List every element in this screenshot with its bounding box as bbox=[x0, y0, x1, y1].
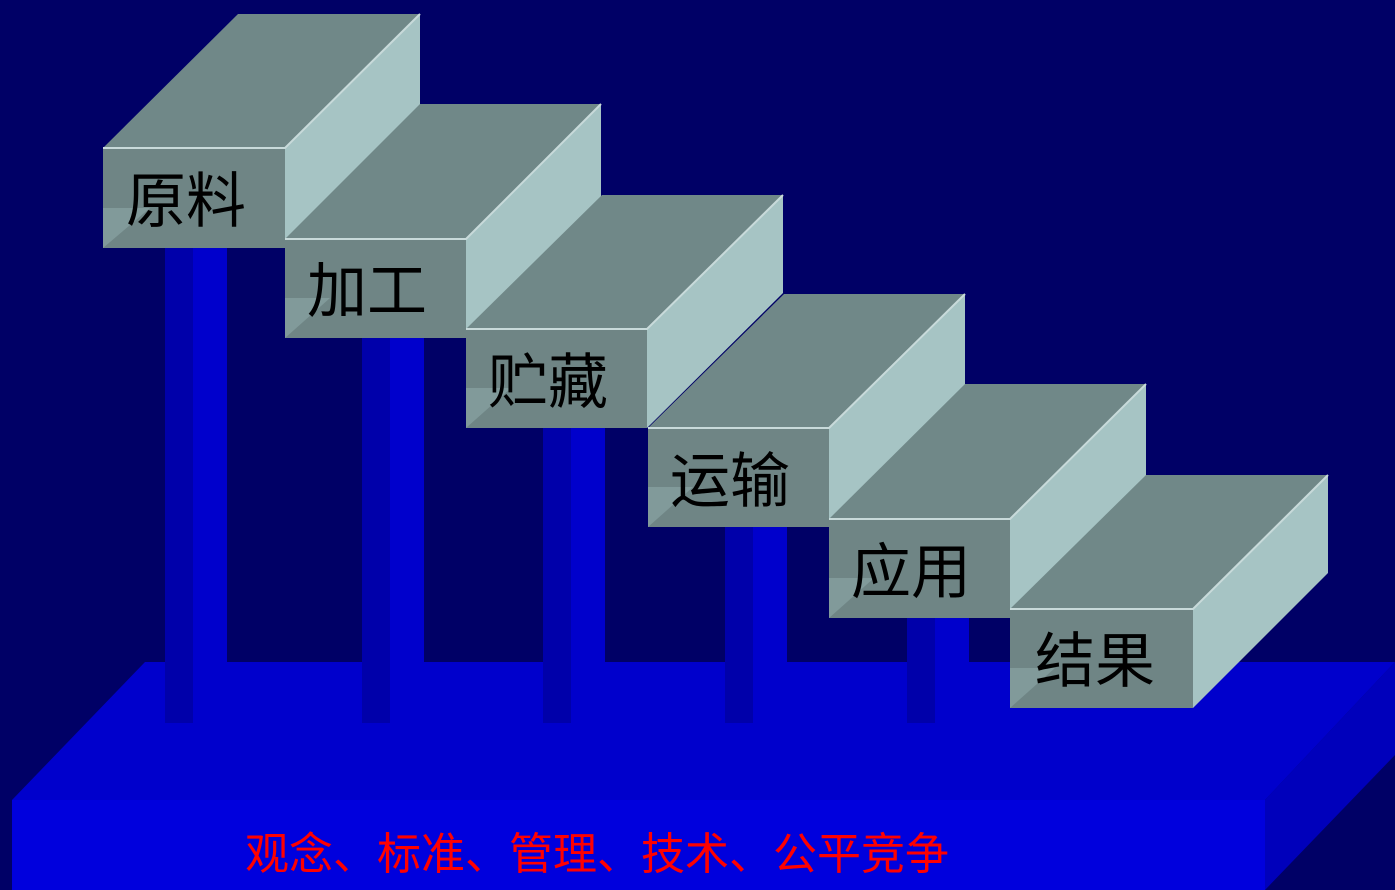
step-label-storage: 贮藏 bbox=[488, 348, 608, 418]
pillar bbox=[725, 527, 787, 723]
step-result bbox=[1010, 474, 1329, 708]
step-side-face bbox=[285, 14, 420, 248]
step-processing bbox=[285, 103, 602, 338]
pillar bbox=[165, 248, 227, 723]
step-label-processing: 加工 bbox=[307, 257, 427, 327]
step-side-face bbox=[829, 294, 965, 527]
step-storage bbox=[466, 194, 784, 428]
pillars bbox=[165, 248, 1128, 723]
step-application bbox=[829, 383, 1147, 618]
step-label-raw-materials: 原料 bbox=[126, 167, 246, 237]
step-top-face bbox=[648, 294, 965, 428]
pillar bbox=[543, 428, 605, 723]
step-transport bbox=[648, 293, 966, 527]
step-label-result: 结果 bbox=[1035, 627, 1155, 697]
pillar bbox=[362, 338, 424, 723]
step-front-face bbox=[1010, 609, 1193, 708]
step-label-transport: 运输 bbox=[670, 447, 790, 517]
step-front-face bbox=[285, 239, 466, 338]
base-side-face bbox=[1265, 662, 1395, 890]
steps bbox=[103, 13, 1329, 708]
base-front-face bbox=[12, 800, 1265, 890]
step-top-face bbox=[1010, 475, 1328, 609]
pillar bbox=[1088, 708, 1128, 723]
step-front-face bbox=[103, 148, 285, 248]
step-front-face bbox=[466, 329, 647, 428]
step-side-face bbox=[1193, 475, 1328, 708]
step-side-face bbox=[647, 195, 783, 428]
step-front-face bbox=[648, 428, 829, 527]
step-top-face bbox=[466, 195, 783, 329]
base-label: 观念、标准、管理、技术、公平竞争 bbox=[245, 829, 949, 880]
step-side-face bbox=[466, 104, 601, 338]
step-top-face bbox=[829, 384, 1146, 519]
step-top-face bbox=[285, 104, 601, 239]
step-top-face bbox=[103, 14, 420, 148]
step-label-application: 应用 bbox=[851, 538, 971, 608]
step-raw-materials bbox=[103, 13, 421, 248]
pillar bbox=[907, 618, 969, 723]
step-front-face bbox=[829, 519, 1010, 618]
step-side-face bbox=[1010, 384, 1146, 618]
